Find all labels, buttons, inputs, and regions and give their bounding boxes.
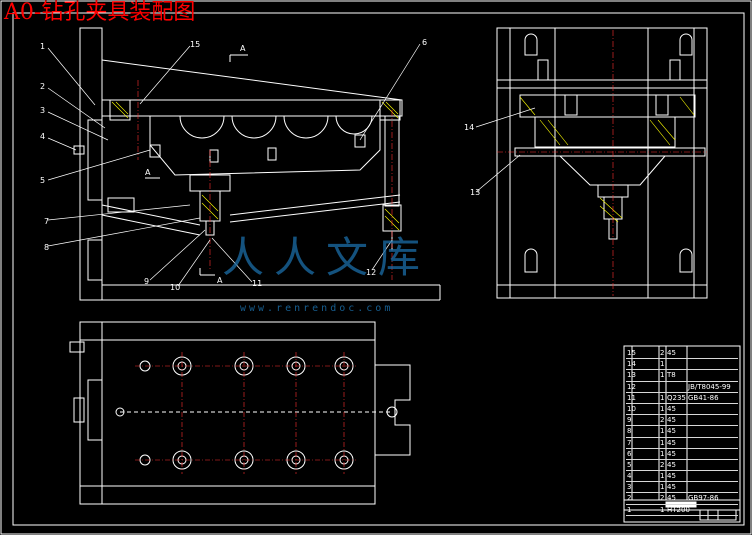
bom-cell-qty: 1: [660, 427, 665, 436]
bom-cell-material: T8: [667, 371, 676, 380]
bom-cell-material: 45: [667, 460, 676, 469]
watermark-url: www.renrendoc.com: [240, 303, 394, 314]
bom-cell-no: 10: [627, 404, 636, 413]
bom-cell-material: HT200: [667, 505, 690, 514]
front-view-centerlines: [137, 80, 393, 280]
bom-row: 14 1: [626, 359, 738, 371]
bom-cell-qty: 1: [660, 404, 665, 413]
bom-cell-no: 7: [627, 438, 632, 447]
callout-10: 10: [170, 283, 181, 292]
section-markers: [145, 54, 248, 276]
bom-cell-material: 45: [667, 483, 676, 492]
bom-cell-qty: 1: [660, 483, 665, 492]
bom-cell-qty: 1: [660, 505, 665, 514]
callout-4: 4: [40, 132, 46, 141]
bom-cell-material: 45: [667, 427, 676, 436]
bom-cell-no: 12: [627, 382, 636, 391]
bom-cell-qty: 1: [660, 438, 665, 447]
callout-8: 8: [44, 243, 50, 252]
section-mark-left: A: [145, 168, 151, 177]
bom-cell-no: 4: [627, 472, 632, 481]
bom-cell-no: 8: [627, 427, 632, 436]
bom-cell-no: 6: [627, 449, 632, 458]
callout-14: 14: [464, 123, 475, 132]
bom-cell-no: 15: [627, 349, 636, 357]
bom-cell-qty: 1: [660, 393, 665, 402]
bom-cell-standard: GB97-86: [688, 494, 719, 503]
side-view: [496, 27, 708, 299]
callout-15: 15: [190, 40, 201, 49]
bom-cell-qty: 1: [660, 449, 665, 458]
side-view-hatching: [519, 96, 695, 223]
bom-cell-material: 45: [667, 449, 676, 458]
bom-row: 12 JB/T8045-99: [626, 382, 738, 393]
bom-cell-no: 9: [627, 416, 632, 425]
bom-cell-material: 45: [667, 472, 676, 481]
bom-cell-no: 1: [627, 505, 632, 514]
bom-cell-no: 2: [627, 494, 632, 503]
top-view-centerlines: [135, 352, 356, 474]
bom-cell-qty: 1: [660, 472, 665, 481]
callout-1: 1: [40, 42, 46, 51]
bom-cell-qty: 2: [660, 494, 665, 503]
callout-12: 12: [366, 268, 377, 277]
bom-cell-no: 11: [627, 393, 636, 402]
callout-6: 6: [422, 38, 428, 47]
bom-table-frame: [623, 345, 741, 523]
bom-cell-no: 14: [627, 360, 636, 369]
section-mark-bottom: A: [217, 276, 223, 285]
bom-cell-material: Q235: [667, 393, 686, 402]
bom-cell-qty: 1: [660, 371, 665, 380]
side-view-centerlines: [497, 30, 707, 296]
callout-leaders: [47, 43, 536, 287]
bom-cell-standard: JB/T8045-99: [688, 382, 731, 391]
callout-5: 5: [40, 176, 46, 185]
bom-cell-qty: 2: [660, 460, 665, 469]
callout-7: 7: [44, 217, 50, 226]
section-mark-top: A: [240, 44, 246, 53]
callout-9: 9: [144, 277, 150, 286]
bom-cell-no: 5: [627, 460, 632, 469]
bom-cell-material: 45: [667, 349, 676, 357]
callout-3: 3: [40, 106, 46, 115]
callout-2: 2: [40, 82, 46, 91]
bom-cell-standard: GB41-86: [688, 393, 719, 402]
front-view-hatching: [111, 101, 400, 231]
drawing-title: A0-钻孔夹具装配图: [4, 0, 196, 25]
bom-cell-no: 3: [627, 483, 632, 492]
callout-13: 13: [470, 188, 481, 197]
bom-cell-qty: 2: [660, 416, 665, 425]
watermark-logo-text: 人人文库: [222, 233, 431, 282]
top-view: [69, 321, 411, 505]
bom-cell-material: 45: [667, 404, 676, 413]
bom-cell-qty: 1: [660, 360, 665, 369]
bom-cell-no: 13: [627, 371, 636, 380]
bom-cell-material: 45: [667, 438, 676, 447]
sheet-inner-border: [12, 12, 745, 526]
front-view: [73, 27, 441, 301]
bom-cell-material: 45: [667, 416, 676, 425]
bom-cell-qty: 2: [660, 349, 665, 357]
bom-cell-material: 45: [667, 494, 676, 503]
callout-11: 11: [252, 279, 263, 288]
